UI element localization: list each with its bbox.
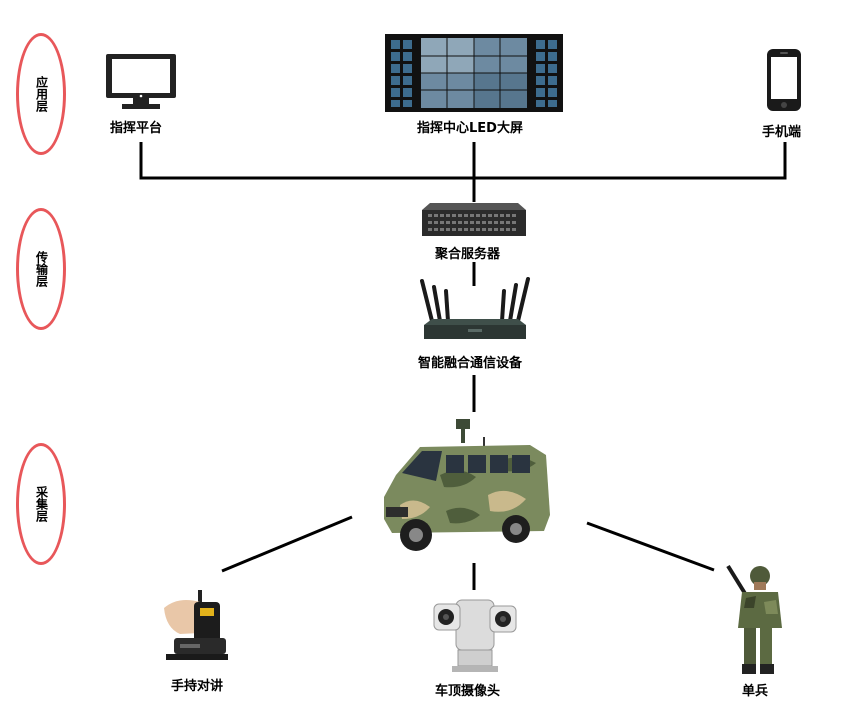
roof-camera-label: 车顶摄像头 [435,684,501,699]
monitor-icon [106,54,176,109]
fusion-device-label: 智能融合通信设备 [418,356,523,371]
led-screen-label: 指挥中心LED大屏 [417,121,523,136]
server-icon [422,203,526,236]
handheld-radio-icon [164,590,228,660]
ptz-camera-icon [433,599,517,672]
layer-application-oval: 应用层 [16,33,66,155]
link-platform-bus [139,142,787,180]
mobile-label: 手机端 [762,125,802,140]
layer-transmission-oval: 传输层 [16,208,66,330]
layer-collection-label: 采集层 [34,486,49,522]
soldier-icon [726,564,782,674]
aggregation-server-label: 聚合服务器 [435,247,501,262]
link-vehicle-radio [221,515,353,573]
command-vehicle-icon [384,419,550,551]
led-wall-icon [385,34,563,112]
router-icon [420,277,530,339]
smartphone-icon [767,49,801,111]
soldier-label: 单兵 [742,684,769,699]
layer-collection-oval: 采集层 [16,443,66,565]
layer-transmission-label: 传输层 [34,251,49,287]
link-vehicle-soldier [586,521,715,572]
handheld-radio-label: 手持对讲 [171,679,224,694]
layer-application-label: 应用层 [34,76,49,112]
command-platform-label: 指挥平台 [110,121,163,136]
